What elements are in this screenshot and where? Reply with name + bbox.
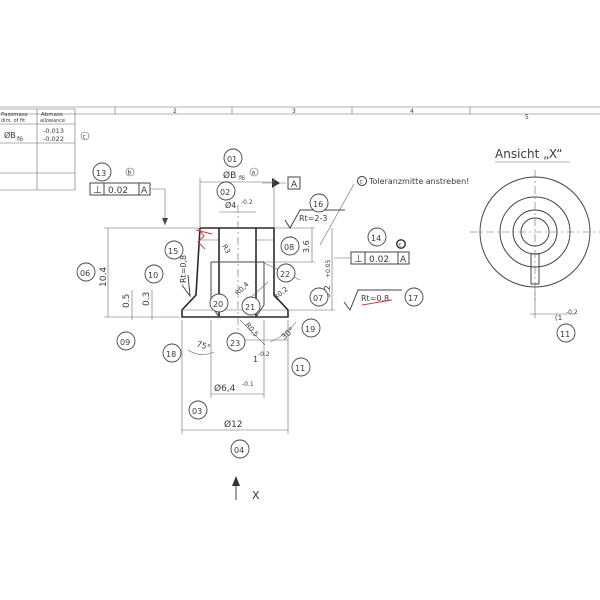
dim-fit-dia: ØB bbox=[223, 170, 236, 181]
balloon-23: 23 bbox=[230, 339, 240, 348]
table-header-allowance: Abmass bbox=[41, 112, 63, 118]
table-cell-fit: ØB bbox=[4, 130, 16, 140]
tolerance-note: c Toleranzmitte anstreben! bbox=[319, 176, 469, 246]
dim-bore-dia-tol: -0.2 bbox=[241, 199, 253, 206]
table-header-allowance-en: allowance bbox=[40, 118, 65, 124]
dim-angle-30: 30° bbox=[280, 326, 297, 342]
note-text: Toleranzmitte anstreben! bbox=[368, 177, 469, 186]
dim-shaft-dia-tol: -0.1 bbox=[242, 381, 254, 388]
view-title: Ansicht „X“ bbox=[495, 147, 562, 161]
view-arrow bbox=[232, 476, 240, 500]
dim-bore-dia: Ø4 bbox=[225, 200, 236, 210]
table-cell-upper: -0.013 bbox=[43, 127, 64, 135]
gdt-value: 0.02 bbox=[108, 186, 128, 196]
balloon-18: 18 bbox=[166, 350, 176, 359]
roughness-outer: Rt=0,8 bbox=[361, 294, 389, 303]
balloon-08: 08 bbox=[284, 243, 294, 252]
dim-fit-len-tol: +0.05 bbox=[325, 259, 332, 278]
balloon-20: 20 bbox=[213, 300, 223, 309]
dim-radius-r05: R0,5 bbox=[243, 321, 259, 338]
balloon-06: 06 bbox=[80, 269, 90, 278]
dim-flange-step-tol: -0.2 bbox=[258, 351, 270, 358]
roughness-face: Rt=2-3 bbox=[299, 214, 327, 223]
balloon-17: 17 bbox=[408, 294, 418, 303]
balloon-15: 15 bbox=[168, 247, 178, 256]
balloon-19: 19 bbox=[305, 325, 315, 334]
dim-total-length: 10.4 bbox=[99, 267, 109, 287]
balloon-09: 09 bbox=[120, 338, 130, 347]
balloon-07: 07 bbox=[313, 294, 323, 303]
balloons: 01 02 03 04 06 07 08 09 10 11 11 13 14 1… bbox=[76, 148, 576, 459]
balloon-11: 11 bbox=[295, 364, 305, 373]
gdt-datum: A bbox=[141, 186, 148, 196]
dim-shoulder-len: 3.6 bbox=[302, 240, 311, 253]
zone-number: 2 bbox=[173, 108, 177, 115]
table-cell-lower: -0.022 bbox=[43, 135, 64, 143]
balloon-21: 21 bbox=[245, 303, 255, 312]
datum-a: A bbox=[262, 176, 301, 190]
balloon-16: 16 bbox=[313, 200, 323, 209]
zone-number: 3 bbox=[292, 108, 296, 115]
zone-number: 5 bbox=[525, 114, 529, 121]
balloon-03: 03 bbox=[192, 407, 202, 416]
table-cell-fit-sub: f6 bbox=[17, 136, 23, 143]
zone-ruler: 2 3 4 5 bbox=[0, 106, 600, 121]
balloon-14: 14 bbox=[371, 234, 381, 243]
balloon-04: 04 bbox=[234, 446, 244, 455]
datum-label: A bbox=[291, 180, 298, 190]
dim-angle-75: 75° bbox=[195, 339, 211, 352]
balloon-13: 13 bbox=[96, 169, 106, 178]
view-step-dim: (1 bbox=[555, 314, 562, 322]
part-section bbox=[181, 205, 289, 335]
view-step-dim-tol: -0.2 bbox=[566, 309, 578, 316]
dim-flange-thk-1: 0.5 bbox=[122, 294, 132, 308]
dim-radius-r3: R3 bbox=[220, 243, 232, 255]
dim-fit-tag: a bbox=[252, 170, 256, 177]
balloon-22: 22 bbox=[280, 270, 290, 279]
roughness-bore: Rt=0,8 bbox=[179, 255, 188, 283]
note-tag: c bbox=[360, 179, 363, 186]
gdt-value: 0.02 bbox=[369, 255, 389, 265]
gdt-datum: A bbox=[400, 255, 407, 265]
dimension-lines bbox=[104, 178, 402, 434]
tolerance-table: Passmass dim. of fit Abmass allowance ØB… bbox=[0, 108, 90, 191]
dim-shaft-dia: Ø6,4 bbox=[214, 383, 236, 394]
dim-outer-dia: Ø12 bbox=[224, 419, 243, 430]
view-arrow-label: X bbox=[252, 489, 260, 502]
balloon-10: 10 bbox=[148, 271, 158, 280]
balloon-02: 02 bbox=[220, 188, 230, 197]
gdt-tag: c bbox=[399, 242, 402, 249]
dim-flange-step: 1 bbox=[253, 355, 258, 364]
table-header-fit-en: dim. of fit bbox=[1, 118, 25, 124]
view-x: Ansicht „X“ (1 -0.2 bbox=[470, 147, 600, 322]
gdt-frame-14: ⊥ 0.02 A c bbox=[334, 239, 410, 265]
gdt-symbol: ⊥ bbox=[93, 185, 102, 196]
balloon-01: 01 bbox=[227, 155, 237, 164]
dim-radius-r04: R0,4 bbox=[234, 280, 251, 297]
balloon-11-view: 11 bbox=[560, 330, 570, 339]
zone-number: 4 bbox=[410, 108, 414, 115]
table-tag: c bbox=[83, 134, 86, 141]
dim-fit-len: 9.2 bbox=[323, 285, 332, 298]
gdt-tag: b bbox=[128, 170, 132, 177]
table-header-fit: Passmass bbox=[1, 112, 28, 118]
dim-flange-thk-2: 0.3 bbox=[142, 292, 152, 306]
dim-fit-dia-sub: f6 bbox=[239, 175, 245, 182]
gdt-frame-13: ⊥ 0.02 A b bbox=[89, 167, 168, 225]
gdt-symbol: ⊥ bbox=[354, 254, 363, 265]
